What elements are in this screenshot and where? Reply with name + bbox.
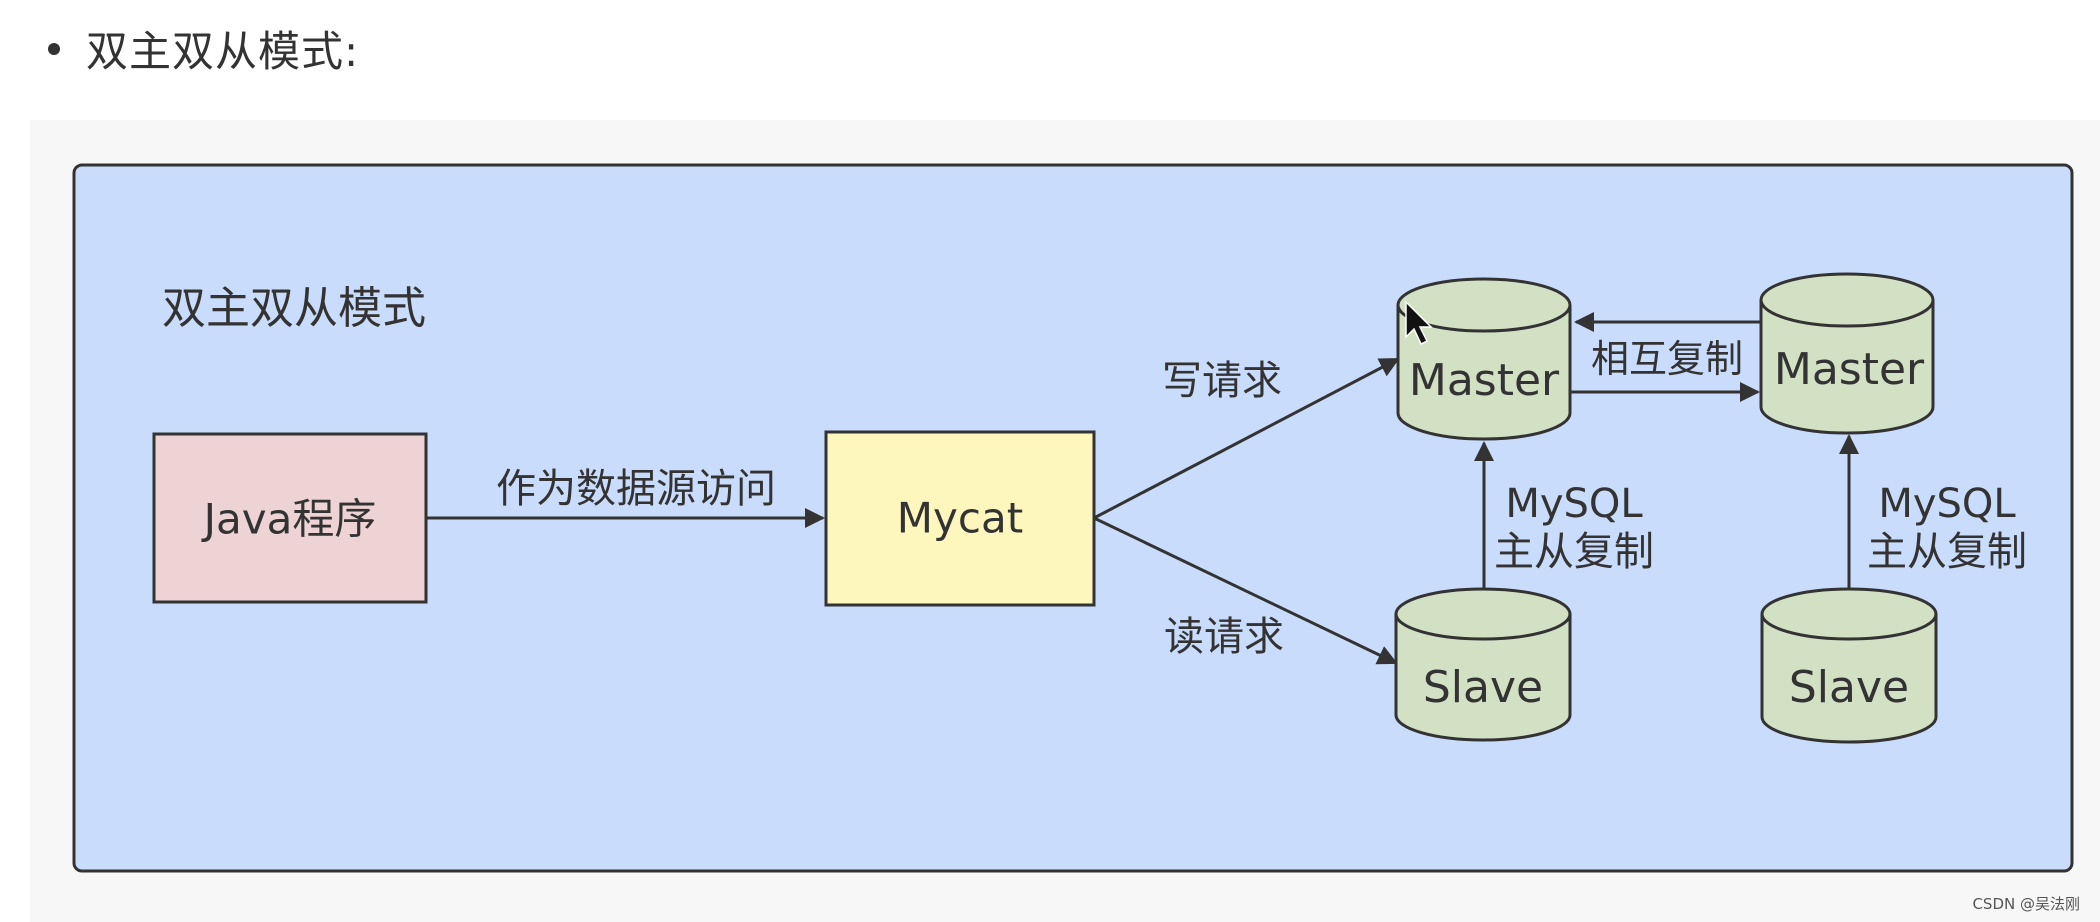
heading-row: 双主双从模式: <box>48 18 359 79</box>
read-request-label: 读请求 <box>1164 614 1284 660</box>
master2-cylinder-top <box>1759 272 1935 328</box>
replication2-label-line1: MySQL <box>1878 481 2016 527</box>
replication1-label-line2: 主从复制 <box>1494 529 1654 575</box>
slave1-cylinder <box>1394 614 1572 742</box>
mutual-replication-label: 相互复制 <box>1591 337 1743 381</box>
csdn-watermark: CSDN @吴法刚 <box>1972 895 2080 913</box>
read-request-arrow <box>1093 516 1398 665</box>
java-to-mycat-label: 作为数据源访问 <box>496 466 776 512</box>
mouse-cursor-icon <box>1405 300 1433 346</box>
slave2-cylinder-top <box>1760 587 1938 641</box>
master1-cylinder <box>1396 305 1572 441</box>
slave2-cylinder <box>1760 614 1938 744</box>
slave1-label: Slave <box>1423 662 1543 713</box>
slave2-label: Slave <box>1789 662 1909 713</box>
heading-text: 双主双从模式: <box>86 27 360 76</box>
replication1-label-line1: MySQL <box>1505 481 1643 527</box>
bullet-dot <box>48 42 60 55</box>
java-app-node: Java程序 <box>152 432 428 604</box>
diagram-title: 双主双从模式 <box>162 283 426 334</box>
master1-cylinder-top <box>1396 277 1572 333</box>
replication2-label-line2: 主从复制 <box>1867 529 2027 575</box>
mycat-label: Mycat <box>897 494 1023 543</box>
master2-label: Master <box>1774 344 1925 395</box>
master1-label: Master <box>1409 355 1560 406</box>
java-app-box <box>152 432 428 604</box>
slave1-db-node: Slave <box>1394 587 1572 742</box>
mycat-node: Mycat <box>824 430 1096 607</box>
java-app-label: Java程序 <box>201 495 377 544</box>
write-request-label: 写请求 <box>1162 358 1282 404</box>
slave1-cylinder-top <box>1394 587 1572 641</box>
slave2-db-node: Slave <box>1760 587 1938 744</box>
master2-db-node: Master <box>1759 272 1935 435</box>
mycat-box <box>824 430 1096 607</box>
master1-db-node: Master <box>1396 277 1572 441</box>
write-request-arrow <box>1093 357 1400 520</box>
master2-cylinder <box>1759 300 1935 435</box>
